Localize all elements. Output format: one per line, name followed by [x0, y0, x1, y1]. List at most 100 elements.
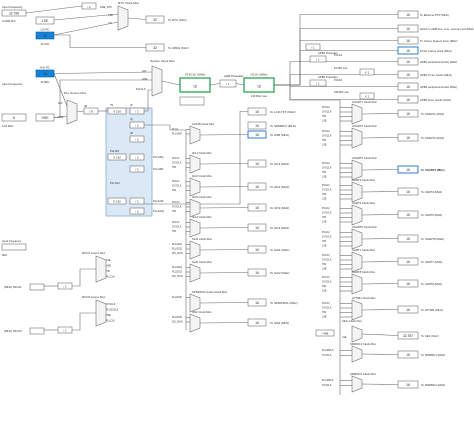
mid-output-label-8: To I2S2 (MHz)	[270, 321, 289, 325]
apb2-timer-mul[interactable]	[359, 92, 375, 100]
mco2_mux-wire	[72, 312, 96, 331]
mco1_mux-input-0: LSE	[106, 259, 111, 262]
usart-mux-5[interactable]	[351, 228, 363, 250]
pll-source-mux[interactable]	[66, 99, 78, 125]
usart-mux-8[interactable]	[351, 299, 363, 321]
plli2sr-label: PLLI2SR	[153, 167, 164, 171]
usart-mux-0[interactable]	[351, 103, 363, 125]
mid-mux-6[interactable]	[189, 263, 201, 283]
mco2_mux-divider-value: / 1	[63, 329, 67, 333]
usart-output-label-6: To UART7 (MHz)	[421, 260, 442, 264]
sdmmc-head-output[interactable]	[247, 121, 267, 130]
rtc-output-value: 32	[153, 18, 157, 22]
plln-label: *N	[110, 103, 113, 107]
lse-label: LSE	[42, 19, 49, 23]
usart-output-label-1: To USART2 (MHz)	[421, 136, 444, 140]
top-output-label-5: APB1 Timer clocks (MHz)	[420, 73, 452, 77]
top-output-value-2: 16	[406, 39, 410, 43]
system-clock-mux[interactable]	[151, 65, 163, 97]
pll-src-hsi-label: HSI	[58, 101, 63, 105]
plli2sq-divider[interactable]	[129, 153, 145, 161]
apb2-prescaler[interactable]	[309, 79, 327, 87]
pllsaip-divider[interactable]	[129, 197, 145, 205]
usart-input-1-3: LSE	[322, 144, 327, 147]
rtc-clock-mux[interactable]	[117, 5, 129, 31]
usart-mux-6[interactable]	[351, 251, 363, 273]
sysclk-label: SYSCLK (MHz)	[185, 73, 206, 77]
usart-input-1-0: PCLK2	[322, 130, 330, 133]
rtc-mux-title: RTC Clock Mux	[118, 1, 139, 5]
mid-output-wire-0	[199, 134, 249, 136]
pllsaiq-divider[interactable]	[129, 207, 145, 215]
usart-input-0-3: LSE	[322, 120, 327, 123]
mid-mux-input-1-0: PCLK1	[172, 157, 180, 160]
mid-mux-input-8-1: I2S_CKIN	[172, 321, 183, 324]
hse-frequency-field[interactable]	[1, 113, 27, 122]
usart-mux-7[interactable]	[351, 273, 363, 295]
pllsai-multiplier[interactable]	[107, 197, 127, 205]
hclk-max-note: 216 MHz max	[251, 94, 268, 98]
mid-mux-3[interactable]	[189, 198, 201, 218]
mid-mux-2[interactable]	[189, 177, 201, 197]
sdmmc2-input-1: SYSCLK	[322, 384, 332, 387]
mid-output-wire-8	[199, 322, 249, 324]
enable-css-button[interactable]	[179, 96, 205, 106]
pllsaiq-label: PLLSAIQ	[153, 209, 164, 213]
apb1-timer-mul[interactable]	[359, 68, 375, 76]
cec-divider[interactable]	[315, 329, 335, 337]
sdmmc2-output-label: To SDMMC2 (MHz)	[421, 383, 445, 387]
plli2s-multiplier[interactable]	[107, 153, 127, 161]
mid-mux-input-2-0: PCLK1	[172, 180, 180, 183]
usart-input-3-3: LSE	[322, 198, 327, 201]
mid-mux-5[interactable]	[189, 240, 201, 260]
mid-mux-7[interactable]	[189, 293, 201, 313]
mid-mux-input-3-2: HSI	[172, 210, 176, 213]
apb1-prescaler[interactable]	[309, 55, 327, 63]
apb2-timer-mul-value: X 1	[365, 95, 370, 99]
plli2sr-divider[interactable]	[129, 165, 145, 173]
mid-mux-0[interactable]	[189, 125, 201, 145]
usart-mux-1[interactable]	[351, 127, 363, 149]
sdmmc1-output-label: To SDMMC1 (MHz)	[421, 353, 445, 357]
usart-mux-4[interactable]	[351, 204, 363, 226]
mid-mux-1[interactable]	[189, 154, 201, 174]
mco1_mux[interactable]	[95, 255, 107, 283]
usart-input-4-3: LSE	[322, 221, 327, 224]
usart-mux-2[interactable]	[351, 159, 363, 181]
rtc-output-label: To RTC (KHz)	[168, 18, 187, 22]
sdmmc1-input-1: SYSCLK	[322, 354, 332, 357]
lsi-value: 32	[43, 34, 47, 38]
hsi-rc-label: HSI RC	[40, 66, 49, 70]
mco1_mux-divider-value: / 1	[63, 285, 67, 289]
mco2_mux[interactable]	[95, 299, 107, 327]
cec-output-wire	[361, 333, 399, 336]
mid-mux-4[interactable]	[189, 218, 201, 238]
pllsai-multiplier-value: X 192	[113, 200, 121, 204]
sdmmc2-mux[interactable]	[351, 375, 363, 393]
cec-mux[interactable]	[351, 325, 363, 343]
usart-output-wire-8	[361, 309, 399, 311]
usart-output-4-value: 16	[406, 213, 410, 217]
pllr-divider[interactable]	[129, 135, 145, 143]
usart-input-5-3: LSE	[322, 245, 327, 248]
top-output-value-7: 16	[406, 98, 410, 102]
mid-output-wire-7	[199, 302, 249, 304]
sdmmc1-mux[interactable]	[351, 345, 363, 363]
usart-input-5-1: SYSCLK	[322, 236, 332, 239]
mid-mux-8[interactable]	[189, 313, 201, 333]
top-output-value-3: 16	[406, 49, 410, 53]
mid-mux-title-2: I2C2 Clock Mux	[192, 174, 212, 178]
usart-mux-3[interactable]	[351, 181, 363, 203]
usart-output-5-value: 16	[406, 237, 410, 241]
mco1_mux-wire	[72, 268, 96, 287]
mco1-output-box	[29, 283, 45, 291]
usart-input-2-1: SYSCLK	[322, 167, 332, 170]
mid-mux-title-0: CLK48 Clock Mux	[192, 122, 215, 126]
i2s-frequency-field[interactable]	[1, 243, 27, 251]
cortex-timer-div[interactable]	[305, 43, 321, 51]
sdmmc1-output-value: 16	[406, 353, 410, 357]
pclk2-label: PCLK2	[334, 78, 343, 82]
usart-mux-title-6: UART7 Clock Mux	[352, 248, 376, 252]
i2s-input-frequency-label: Input frequency	[2, 239, 22, 243]
